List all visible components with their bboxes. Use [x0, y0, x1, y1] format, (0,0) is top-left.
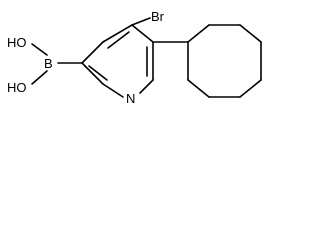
bond-c4-c4a	[81, 41, 104, 64]
bond-n-c3	[102, 83, 124, 98]
bond-c5-c6	[131, 24, 154, 43]
hydroxyl-bottom-label: HO	[7, 80, 27, 95]
molecule-svg: Br N B HO HO	[7, 9, 262, 106]
bond-b-oh-bottom	[31, 70, 48, 85]
cy-bond-3	[239, 24, 262, 43]
hydroxyl-top-label: HO	[7, 35, 27, 50]
bond-c3-c4	[81, 62, 104, 85]
bond-c4-c5	[102, 24, 133, 43]
pyridine-ring	[81, 24, 154, 98]
structure-diagram: Br N B HO HO	[0, 0, 281, 120]
bond-c2-n	[139, 79, 154, 94]
bond-c5-br	[131, 17, 151, 26]
bond-b-oh-top	[31, 43, 48, 56]
cyclohexyl-ring	[187, 24, 262, 98]
cy-bond-1	[187, 24, 210, 43]
bromine-label: Br	[151, 9, 165, 24]
double-bond-inner-1	[107, 31, 130, 49]
cy-bond-7	[187, 79, 210, 98]
boron-label: B	[44, 56, 53, 71]
nitrogen-label: N	[126, 91, 135, 106]
double-bond-inner-3	[88, 65, 108, 81]
cy-bond-5	[239, 79, 262, 98]
